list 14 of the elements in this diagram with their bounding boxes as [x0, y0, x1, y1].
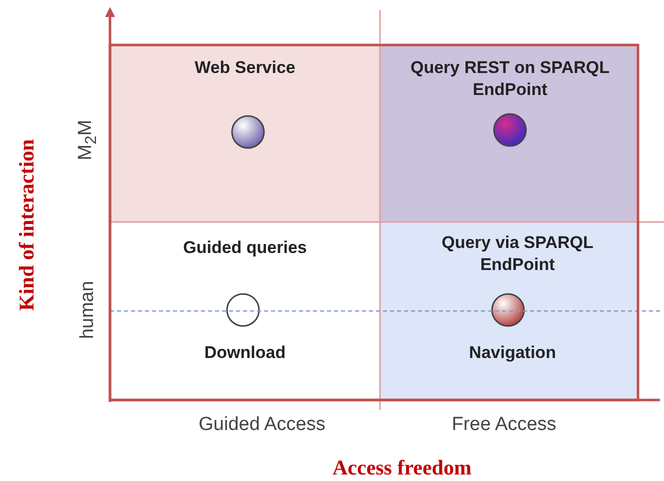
quadrant-label: Navigation [468, 342, 557, 364]
quadrant-panel [110, 45, 380, 222]
quadrant-title: Guided queries [182, 237, 308, 259]
quadrant-title: Web Service [194, 57, 296, 79]
quadrant-title: Query via SPARQL EndPoint [440, 232, 594, 276]
quadrant-panel [380, 222, 638, 400]
quadrant-title: Query REST on SPARQL EndPoint [410, 57, 610, 101]
axis-tick-label: human [77, 280, 99, 340]
quadrant-panel [380, 45, 638, 222]
axis-tick-label: Free Access [452, 414, 556, 436]
quadrant-label: Download [203, 342, 287, 364]
axis-title: Access freedom [332, 456, 472, 480]
axis-tick-label: Guided Access [198, 414, 326, 436]
axis-title: Kind of interaction [14, 139, 40, 311]
